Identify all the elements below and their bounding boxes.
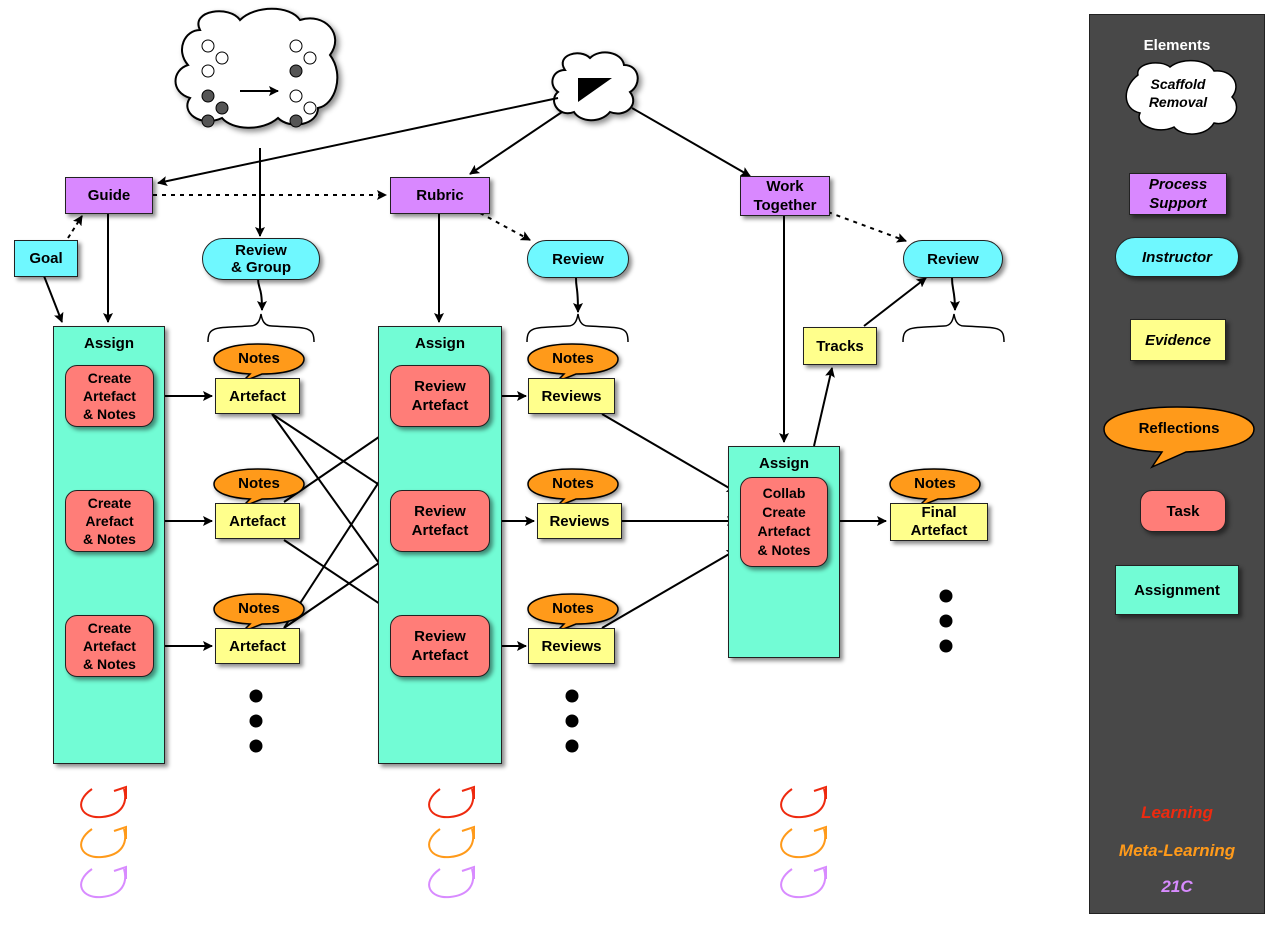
final-artefact-label: Final Artefact <box>910 504 968 539</box>
legend-process-support: Process Support <box>1129 173 1227 215</box>
21c-loop-icon-arrowhead <box>461 865 475 879</box>
guide-box: Guide <box>65 177 153 214</box>
legend-scaffold-text: Scaffold Removal <box>1148 76 1208 110</box>
learning-loop-icon-arrowhead <box>113 785 127 799</box>
notes-label: Notes <box>238 475 280 492</box>
review-group-node: Review & Group <box>202 238 320 280</box>
notes-label: Notes <box>552 600 594 617</box>
legend-instructor-label: Instructor <box>1141 248 1212 266</box>
learning-loop-icon <box>80 788 127 819</box>
task-create-artefact-2: Create Arefact & Notes <box>65 490 154 552</box>
goal-box: Goal <box>14 240 78 277</box>
task-create-artefact-1: Create Artefact & Notes <box>65 365 154 427</box>
reviews-box-1: Reviews <box>528 378 615 414</box>
meta-learning-loop-icon <box>80 828 127 859</box>
reviews-box-2: Reviews <box>537 503 622 539</box>
task-review-artefact-3: Review Artefact <box>390 615 490 677</box>
legend-evidence: Evidence <box>1130 319 1226 361</box>
goal-label: Goal <box>29 250 63 267</box>
guide-label: Guide <box>87 187 131 204</box>
legend-reflections-label: Reflections <box>1138 420 1220 437</box>
learning-loop-icon-arrowhead <box>813 785 827 799</box>
task-label: Review Artefact <box>411 503 469 539</box>
notes-label: Notes <box>238 350 280 367</box>
reviews-label: Reviews <box>541 387 602 405</box>
scaffold-cloud <box>174 7 339 129</box>
task-label: Review Artefact <box>411 378 469 414</box>
task-create-artefact-3: Create Artefact & Notes <box>65 615 154 677</box>
task-label: Collab Create Artefact & Notes <box>757 485 811 558</box>
notes-label: Notes <box>238 600 280 617</box>
legend-learning-label: Learning <box>1141 803 1213 822</box>
legend-shapes <box>1103 59 1255 469</box>
legend-meta-learning-label: Meta-Learning <box>1118 841 1236 860</box>
legend-assignment-label: Assignment <box>1134 581 1220 599</box>
legend-panel: Elements Scaffold Removal Process Suppor… <box>1089 14 1265 914</box>
meta-learning-loop-icon-arrowhead <box>813 825 827 839</box>
task-label: Create Artefact & Notes <box>83 620 136 672</box>
work-together-box: Work Together <box>740 176 830 216</box>
artefact-label: Artefact <box>229 637 286 655</box>
21c-loop-icon <box>80 868 127 899</box>
meta-learning-loop-icon-arrowhead <box>461 825 475 839</box>
21c-loop-icon <box>428 868 475 899</box>
review-label-2: Review <box>927 250 979 268</box>
learning-loop-icon <box>780 788 827 819</box>
reviews-label: Reviews <box>549 512 610 530</box>
meta-learning-loop-icon-arrowhead <box>113 825 127 839</box>
21c-loop-icon <box>780 868 827 899</box>
review-label-1: Review <box>552 250 604 268</box>
tracks-label: Tracks <box>816 337 864 355</box>
review-node-2: Review <box>903 240 1003 278</box>
legend-evidence-label: Evidence <box>1145 331 1211 349</box>
legend-assignment: Assignment <box>1115 565 1239 615</box>
legend-task: Task <box>1140 490 1226 532</box>
artefact-label: Artefact <box>229 512 286 530</box>
legend-task-label: Task <box>1166 502 1200 520</box>
task-label: Create Arefact & Notes <box>83 495 136 547</box>
artefact-box-1: Artefact <box>215 378 300 414</box>
21c-loop-icon-arrowhead <box>113 865 127 879</box>
rubric-label: Rubric <box>416 187 464 204</box>
review-group-label: Review & Group <box>231 242 291 276</box>
work-together-label: Work Together <box>753 178 817 214</box>
notes-label: Notes <box>552 475 594 492</box>
artefact-box-2: Artefact <box>215 503 300 539</box>
final-artefact-box: Final Artefact <box>890 503 988 541</box>
meta-learning-loop-icon <box>780 828 827 859</box>
artefact-label: Artefact <box>229 387 286 405</box>
task-label: Review Artefact <box>411 628 469 664</box>
notes-label: Notes <box>552 350 594 367</box>
notes-label: Notes <box>914 475 956 492</box>
reviews-box-3: Reviews <box>528 628 615 664</box>
legend-instructor: Instructor <box>1115 237 1239 277</box>
learning-loop-icon <box>428 788 475 819</box>
assign-label-1: Assign <box>83 335 134 352</box>
legend-title: Elements <box>1143 37 1211 54</box>
reviews-label: Reviews <box>541 637 602 655</box>
learning-loop-icon-arrowhead <box>461 785 475 799</box>
review-node-1: Review <box>527 240 629 278</box>
artefact-box-3: Artefact <box>215 628 300 664</box>
21c-loop-icon-arrowhead <box>813 865 827 879</box>
legend-process-label: Process Support <box>1148 176 1208 212</box>
legend-21c-label: 21C <box>1161 877 1193 896</box>
assign-label-3: Assign <box>758 455 809 472</box>
task-review-artefact-2: Review Artefact <box>390 490 490 552</box>
tracks-box: Tracks <box>803 327 877 365</box>
assign-label-2: Assign <box>414 335 465 352</box>
task-label: Create Artefact & Notes <box>83 370 136 422</box>
task-collab-create: Collab Create Artefact & Notes <box>740 477 828 567</box>
rubric-box: Rubric <box>390 177 490 214</box>
task-review-artefact-1: Review Artefact <box>390 365 490 427</box>
meta-learning-loop-icon <box>428 828 475 859</box>
instructor-cloud <box>551 51 639 122</box>
